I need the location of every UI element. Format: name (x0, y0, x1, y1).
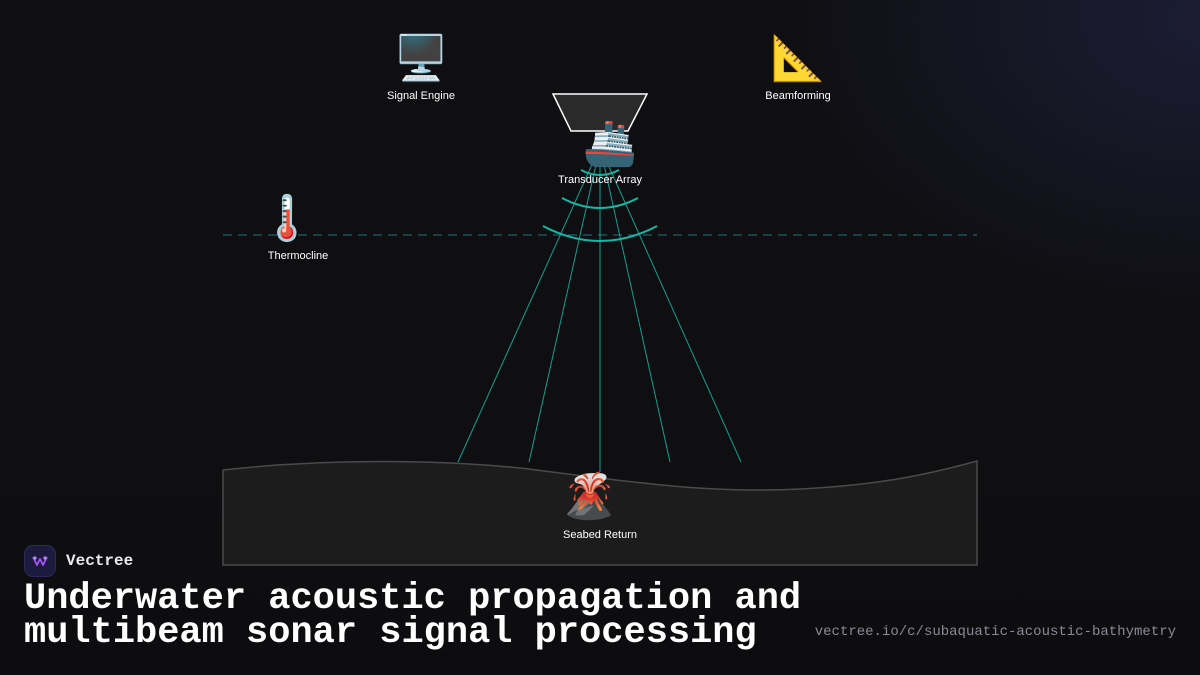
vectree-logo-icon (24, 545, 56, 577)
source-url[interactable]: vectree.io/c/subaquatic-acoustic-bathyme… (814, 624, 1176, 640)
brand: Vectree (24, 544, 133, 578)
node-transducer-array: 🚢 Transducer Array (545, 118, 665, 187)
ship-icon: 🚢 (582, 118, 638, 169)
node-seabed-return: 🌋 Seabed Return (540, 473, 660, 542)
wavefront-arc (580, 169, 620, 176)
beam-line (602, 159, 671, 463)
beam-line (605, 159, 742, 463)
node-thermocline: 🌡️ Thermocline (248, 195, 348, 263)
acoustic-wavefronts (542, 169, 658, 242)
seabed-shape (222, 460, 978, 566)
beam-line (528, 159, 598, 463)
vessel-hull (551, 93, 649, 132)
seabed-return-label: Seabed Return (563, 529, 637, 541)
node-beamforming: 📐 Beamforming (748, 33, 848, 103)
transducer-array-label: Transducer Array (558, 174, 642, 186)
volcano-icon: 🌋 (561, 471, 617, 522)
wavefront-arc (561, 197, 639, 209)
sonar-beams (457, 159, 742, 472)
thermometer-icon: 🌡️ (259, 193, 315, 244)
desktop-computer-icon: 🖥️ (393, 33, 449, 84)
signal-engine-label: Signal Engine (387, 90, 455, 102)
triangular-ruler-icon: 📐 (770, 33, 826, 84)
brand-name: Vectree (66, 552, 134, 570)
beamforming-label: Beamforming (765, 90, 831, 102)
beam-line (457, 159, 595, 463)
page-title: Underwater acoustic propagation and mult… (24, 578, 802, 654)
thermocline-label: Thermocline (267, 250, 329, 262)
node-signal-engine: 🖥️ Signal Engine (371, 33, 471, 103)
wavefront-arc (542, 225, 658, 242)
